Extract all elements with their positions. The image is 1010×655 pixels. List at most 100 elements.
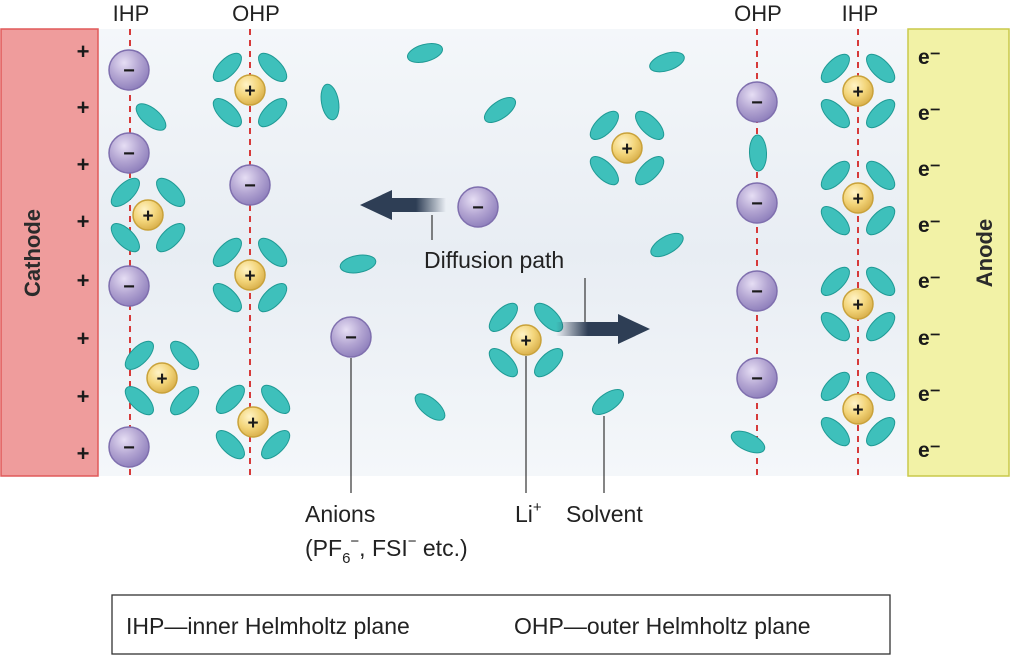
anode-electrode <box>907 28 1010 477</box>
anion: − <box>330 316 372 358</box>
cation-sign: + <box>852 295 863 316</box>
solvent-molecule <box>591 389 625 415</box>
solvent-molecule <box>212 283 242 313</box>
solvated-li-ion: + <box>124 340 200 416</box>
cation-sign: + <box>247 413 258 434</box>
anions: −−−−−−−−−−− <box>108 49 778 468</box>
anion: − <box>108 265 150 307</box>
solvent-label: Solvent <box>566 501 643 527</box>
solvent-molecule <box>820 99 850 129</box>
solvent-molecule <box>635 110 665 140</box>
diffusion-arrow-left <box>360 190 446 220</box>
cation-sign: + <box>142 206 153 227</box>
li-cation <box>842 182 874 214</box>
solvent-molecule <box>866 266 896 296</box>
solvent-molecule <box>635 156 665 186</box>
solvent-molecule <box>820 160 850 190</box>
li-cation <box>842 288 874 320</box>
li-cation <box>510 324 542 356</box>
cation-sign: + <box>244 266 255 287</box>
anion-sign: − <box>751 281 763 303</box>
solvent-molecule <box>534 348 564 378</box>
cathode-electrode <box>0 28 99 477</box>
cation-sign: + <box>520 331 531 352</box>
solvent-molecule <box>866 99 896 129</box>
anion-sign: − <box>123 437 135 459</box>
solvent-molecule <box>589 110 619 140</box>
cathode-positive-charge: + <box>77 384 90 409</box>
solvated-li-ion: + <box>215 384 291 460</box>
li-cation <box>234 74 266 106</box>
cation-sign: + <box>156 369 167 390</box>
ihp-right-label: IHP <box>842 1 879 26</box>
solvent-molecule <box>156 177 186 207</box>
solvent-molecule <box>261 430 291 460</box>
solvent-molecule <box>406 43 444 63</box>
ihp-left-label: IHP <box>113 1 150 26</box>
diffusion-arrow-right <box>556 314 650 344</box>
cation-sign: + <box>621 139 632 160</box>
anion-sign: − <box>472 197 484 219</box>
solvent-molecule <box>488 302 518 332</box>
solvated-li-ion: + <box>820 53 896 129</box>
li-cation <box>237 406 269 438</box>
diffusion-path-label: Diffusion path <box>424 247 564 273</box>
anion-sign: − <box>345 327 357 349</box>
anions-formula-label: (PF6−, FSI− etc.) <box>305 533 468 567</box>
anion-sign: − <box>751 92 763 114</box>
solvent-molecule <box>820 53 850 83</box>
anode-label: Anode <box>972 219 997 287</box>
cathode-charges: ++++++++ <box>77 39 90 466</box>
solvated-li-ion: + <box>212 52 288 128</box>
anion: − <box>108 426 150 468</box>
cation-sign: + <box>244 81 255 102</box>
anion-sign: − <box>751 193 763 215</box>
solvent-molecule <box>866 160 896 190</box>
anode-electron: e⁻ <box>918 102 941 125</box>
solvent-molecule <box>215 384 245 414</box>
anion-sign: − <box>123 60 135 82</box>
solvent-molecule <box>258 98 288 128</box>
solvent-molecule <box>820 206 850 236</box>
solvent-molecule <box>483 97 517 123</box>
solvent-molecule <box>730 430 766 454</box>
anion-sign: − <box>123 276 135 298</box>
anode-electron: e⁻ <box>918 214 941 237</box>
li-cation <box>842 393 874 425</box>
anode-electron: e⁻ <box>918 327 941 350</box>
solvent-molecule <box>866 53 896 83</box>
solvent-molecule <box>649 51 685 73</box>
anion: − <box>736 357 778 399</box>
cathode-positive-charge: + <box>77 268 90 293</box>
solvent-molecule <box>866 312 896 342</box>
solvent-molecule <box>414 393 446 421</box>
solvent-molecule <box>170 386 200 416</box>
anion: − <box>457 186 499 228</box>
cation-sign: + <box>852 82 863 103</box>
solvated-li-ion: + <box>820 371 896 447</box>
solvent-molecule <box>258 237 288 267</box>
solvent-molecules <box>135 43 768 454</box>
solvent-molecule <box>320 83 340 121</box>
anode-electron: e⁻ <box>918 383 941 406</box>
solvent-molecule <box>820 417 850 447</box>
solvent-molecule <box>212 98 242 128</box>
solvent-molecule <box>170 340 200 370</box>
solvent-molecule <box>866 206 896 236</box>
anode-electron: e⁻ <box>918 439 941 462</box>
li-cation <box>146 362 178 394</box>
solvated-li-ion: + <box>589 110 665 186</box>
solvent-molecule <box>124 340 154 370</box>
li-ion-label: Li+ <box>515 499 542 527</box>
solvent-molecule <box>258 52 288 82</box>
anode-electron: e⁻ <box>918 46 941 69</box>
solvent-molecule <box>212 52 242 82</box>
cathode-positive-charge: + <box>77 326 90 351</box>
solvent-molecule <box>866 417 896 447</box>
solvent-molecule <box>258 283 288 313</box>
cathode-positive-charge: + <box>77 152 90 177</box>
solvated-li-ion: + <box>820 266 896 342</box>
anion: − <box>736 182 778 224</box>
li-cation <box>611 132 643 164</box>
solvent-molecule <box>110 223 140 253</box>
